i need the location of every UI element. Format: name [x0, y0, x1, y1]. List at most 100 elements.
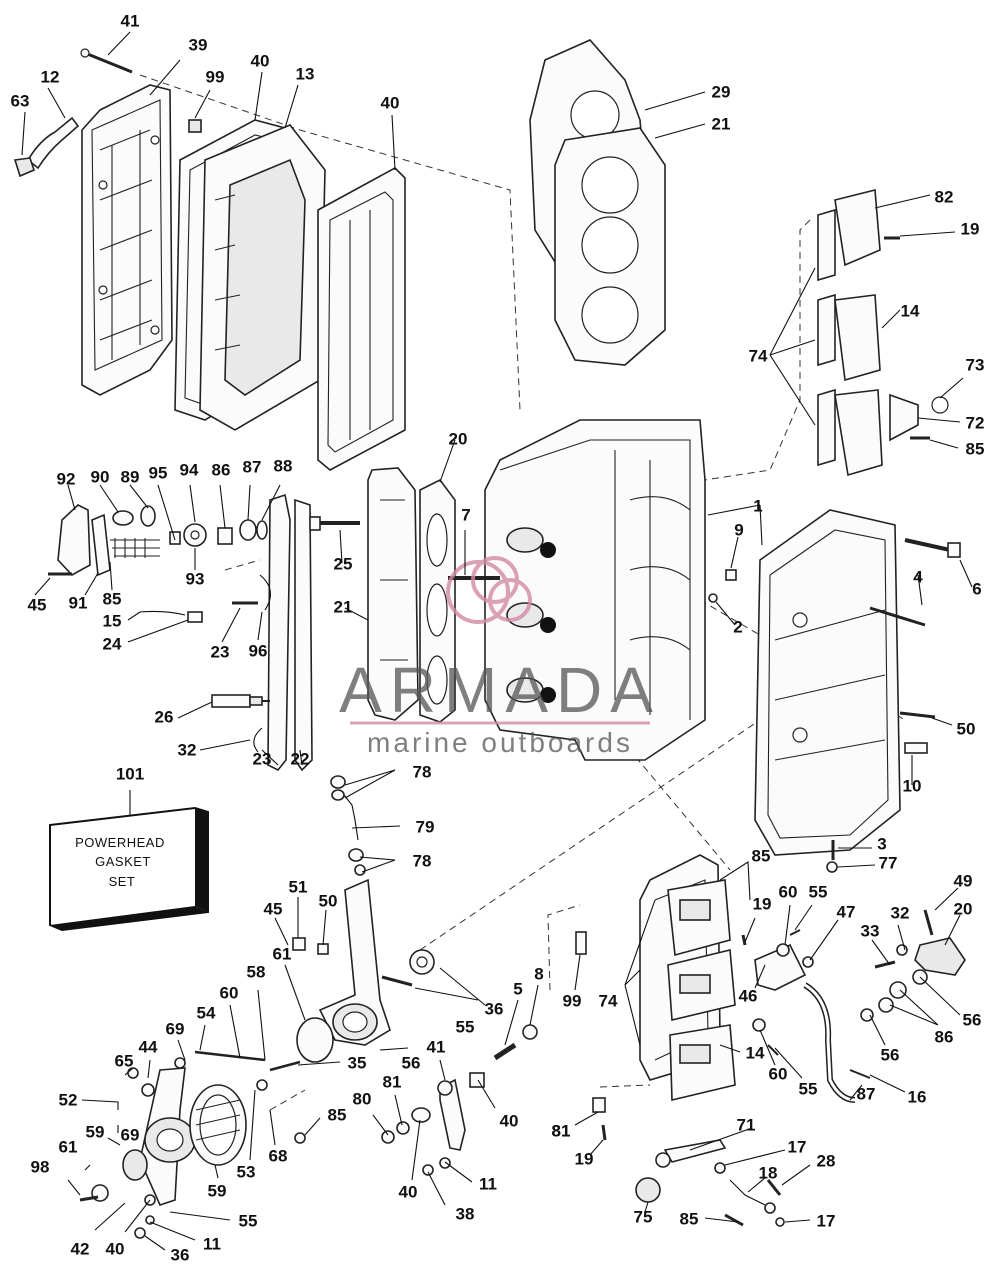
callout-label: 3	[877, 834, 886, 853]
callout-label: 94	[180, 460, 199, 479]
callout-label: 81	[552, 1121, 571, 1140]
callout-label: 63	[11, 91, 30, 110]
callout-label: 6	[972, 579, 981, 598]
callout-label: 41	[121, 11, 140, 30]
callout-label: 50	[957, 719, 976, 738]
callout-label: 19	[575, 1149, 594, 1168]
callout-label: 60	[779, 882, 798, 901]
wire-clip	[253, 727, 263, 753]
callout-label: 56	[881, 1045, 900, 1064]
check-ball	[708, 593, 718, 603]
callout-label: 55	[239, 1211, 258, 1230]
callout-label: 81	[552, 1121, 571, 1140]
callout-label: 58	[247, 962, 266, 981]
lower-connecting-rod	[139, 1067, 196, 1206]
watermark-logo	[350, 556, 650, 725]
callout-label: 44	[139, 1037, 158, 1056]
callout-label: 49	[954, 871, 973, 890]
callout-label: 1	[753, 496, 762, 515]
callout-label: 26	[155, 707, 174, 726]
lower-reed-block	[667, 879, 736, 1102]
callout-label: 69	[166, 1019, 185, 1038]
callout-label: 45	[264, 899, 283, 918]
gasket-set-box: POWERHEAD GASKET SET	[49, 806, 209, 932]
callout-label: 61	[273, 944, 292, 963]
callout-label: 8	[534, 964, 543, 983]
callout-label: 89	[121, 467, 140, 486]
callout-label: 82	[935, 187, 954, 206]
callout-label: 65	[115, 1051, 134, 1070]
left-head-gasket	[419, 478, 456, 723]
callout-label: 95	[149, 463, 168, 482]
exhaust-cover-bolt	[80, 48, 133, 74]
callout-label: 73	[966, 355, 985, 374]
callout-label: 55	[809, 882, 828, 901]
callout-label: 14	[901, 301, 920, 320]
callout-label: 59	[86, 1122, 105, 1141]
water-cover-gaskets	[267, 493, 313, 772]
watermark-tagline: marine outboards	[367, 727, 633, 758]
callout-label: 78	[413, 851, 432, 870]
callout-label: 36	[171, 1245, 190, 1264]
spark-plug	[211, 694, 270, 708]
callout-label: 28	[817, 1151, 836, 1170]
piston-ring-washers	[409, 949, 538, 1040]
head-bolt	[309, 516, 360, 531]
callout-label: 39	[189, 35, 208, 54]
callout-label: 52	[59, 1090, 78, 1109]
callout-label: 10	[903, 776, 922, 795]
grease-fitting	[904, 742, 928, 754]
callout-label: 32	[178, 740, 197, 759]
callout-label: 99	[563, 991, 582, 1010]
throttle-cam-arm	[411, 1072, 485, 1176]
callout-label: 13	[296, 64, 315, 83]
choke-bracket	[752, 929, 814, 1056]
crankcase-cover	[754, 509, 901, 856]
callout-label: 38	[456, 1204, 475, 1223]
callout-label: 24	[103, 634, 122, 653]
callout-label: 9	[734, 520, 743, 539]
callout-label: 7	[461, 505, 470, 524]
callout-label: 86	[212, 460, 231, 479]
callout-label: 53	[237, 1162, 256, 1181]
callout-label: 40	[251, 51, 270, 70]
callout-label: 23	[211, 642, 230, 661]
callout-label: 87	[857, 1084, 876, 1103]
callout-label: 77	[879, 853, 898, 872]
callout-label: 55	[456, 1017, 475, 1036]
callout-label: 78	[413, 762, 432, 781]
callout-label: 17	[817, 1211, 836, 1230]
callout-label: 42	[71, 1239, 90, 1258]
callout-label: 11	[203, 1234, 221, 1253]
callout-label: 40	[381, 93, 400, 112]
callout-label: 75	[634, 1207, 653, 1226]
tube-screw	[849, 1069, 871, 1079]
callout-label: 33	[861, 921, 880, 940]
watermark-brand: ARMADA	[339, 654, 661, 726]
drain-plug	[725, 569, 737, 581]
callout-label: 61	[59, 1137, 78, 1156]
callout-label: 18	[759, 1163, 778, 1182]
gasket-box-line-2: GASKET	[95, 854, 151, 869]
inner-exhaust-gasket	[317, 167, 406, 471]
crankcase-bolt	[904, 538, 961, 558]
reed-valve-stop	[889, 393, 949, 442]
callout-label: 80	[353, 1089, 372, 1108]
callout-label: 40	[106, 1239, 125, 1258]
callout-label: 71	[737, 1115, 756, 1134]
callout-label: 81	[383, 1072, 402, 1091]
callout-label: 87	[243, 457, 262, 476]
cylinder-block	[484, 419, 706, 761]
solenoid-bracket	[860, 909, 966, 1022]
callout-label: 92	[57, 469, 76, 488]
callout-label: 55	[799, 1079, 818, 1098]
callout-label: 74	[599, 991, 618, 1010]
callout-label: 40	[500, 1111, 519, 1130]
callout-label: 56	[402, 1053, 421, 1072]
hose-clip	[259, 574, 271, 611]
callout-label: 85	[680, 1209, 699, 1228]
left-cylinder-head	[367, 467, 419, 721]
callout-label: 90	[91, 467, 110, 486]
cylinder-head-gasket	[554, 127, 666, 366]
callout-label: 17	[788, 1137, 807, 1156]
